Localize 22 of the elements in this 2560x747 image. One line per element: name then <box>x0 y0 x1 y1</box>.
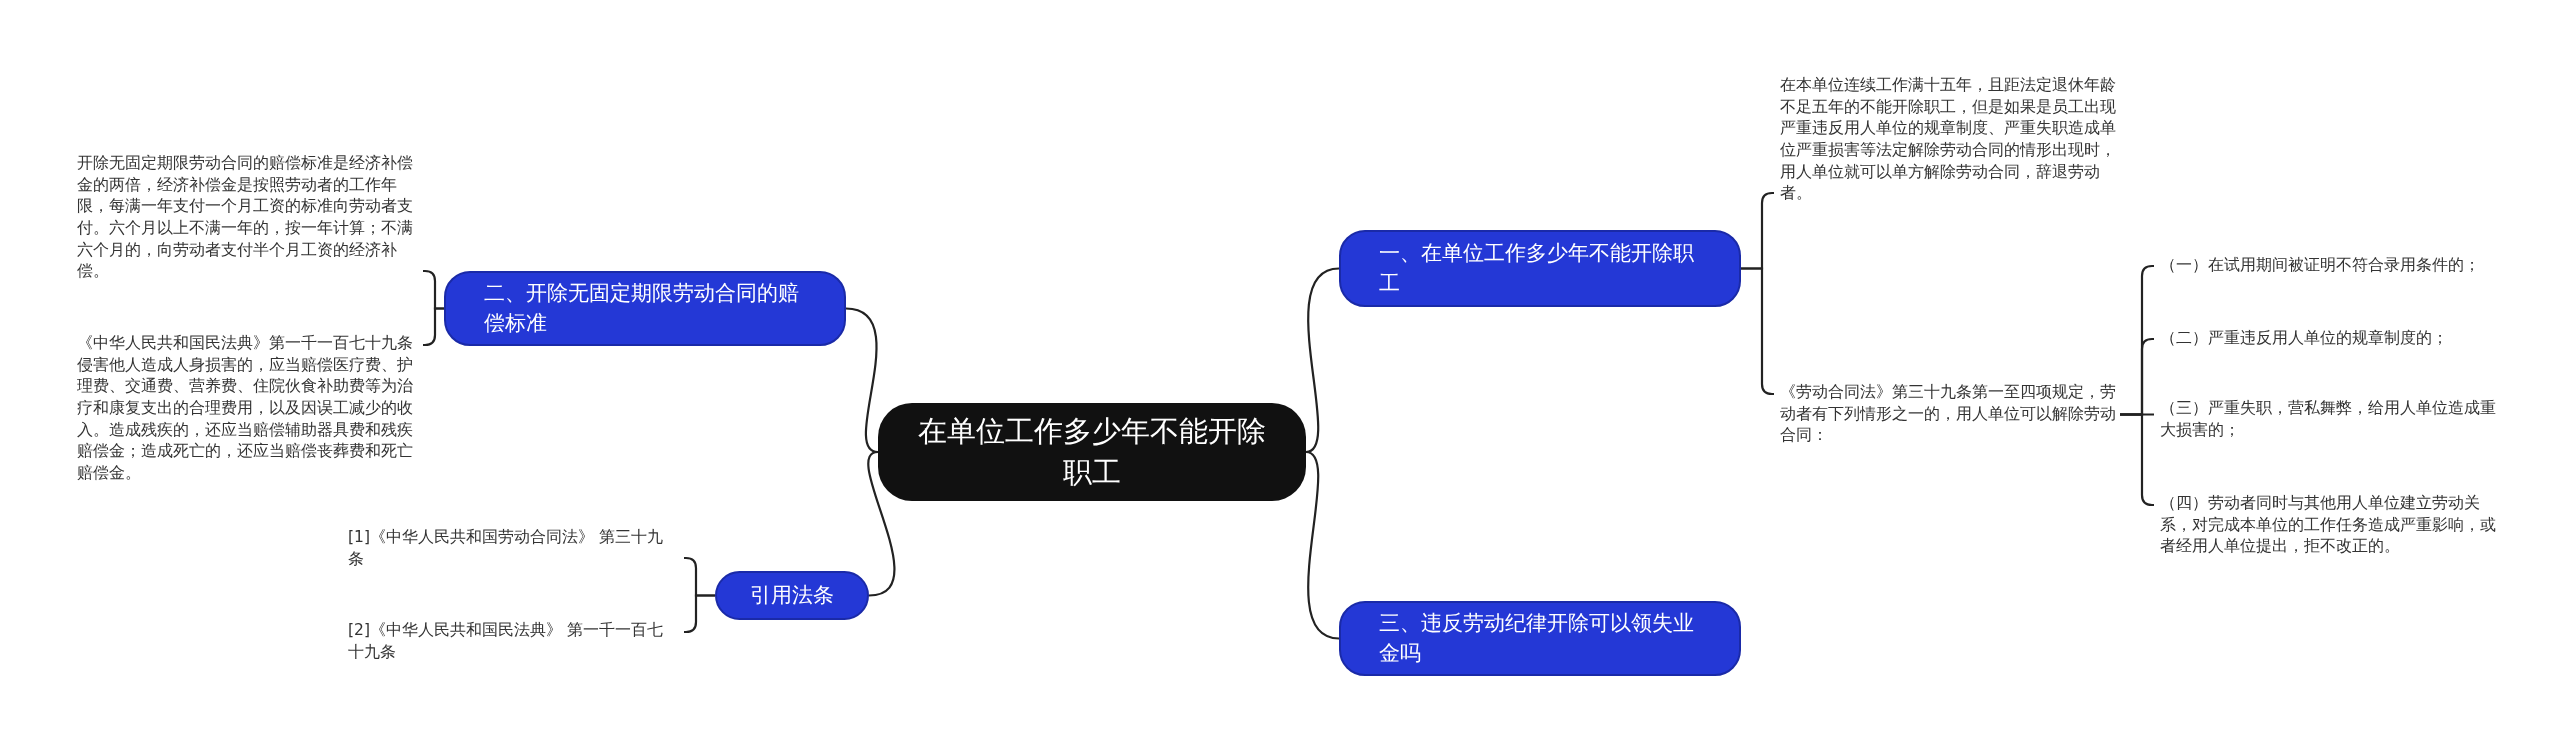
note-text: （一）在试用期间被证明不符合录用条件的； <box>2160 255 2520 277</box>
topic-box: 引用法条 <box>715 571 869 620</box>
note-text: （二）严重违反用人单位的规章制度的； <box>2160 328 2520 350</box>
note-text: [2]《中华人民共和国民法典》 第一千一百七十九条 <box>348 620 678 664</box>
central-topic-box: 在单位工作多少年不能开除职工 <box>878 403 1306 501</box>
note-text: （三）严重失职，营私舞弊，给用人单位造成重大损害的； <box>2160 398 2510 442</box>
note-text: 《中华人民共和国民法典》第一千一百七十九条侵害他人造成人身损害的，应当赔偿医疗费、护理费、交通费、营养费、住院伙食补助费等为治疗和康复支出的合理费用，以及因误工减少的收入。造成残疾的，还应当赔偿辅助器具费和残疾赔偿金；造成死亡的，还应当赔偿丧葬费和死亡赔偿金。 <box>77 333 417 485</box>
note-text: （四）劳动者同时与其他用人单位建立劳动关系，对完成本单位的工作任务造成严重影响，或者经用人单位提出，拒不改正的。 <box>2160 493 2510 559</box>
note-text: [1]《中华人民共和国劳动合同法》 第三十九条 <box>348 527 678 571</box>
connector-line <box>1741 267 1774 396</box>
connector-line <box>1305 451 1340 640</box>
connector-line <box>845 307 879 454</box>
note-text: 在本单位连续工作满十五年，且距法定退休年龄不足五年的不能开除职工，但是如果是员工出现严重违反用人单位的规章制度、严重失职造成单位严重损害等法定解除劳动合同的情形出现时，用人单位就可以单方解除劳动合同，辞退劳动者。 <box>1780 75 2120 206</box>
topic-box: 三、违反劳动纪律开除可以领失业金吗 <box>1339 601 1741 676</box>
connector-line <box>684 594 715 634</box>
note-text: 《劳动合同法》第三十九条第一至四项规定，劳动者有下列情形之一的，用人单位可以解除劳动合同： <box>1780 382 2120 448</box>
connector-line <box>423 307 444 347</box>
connector-line <box>2120 413 2154 507</box>
topic-box: 二、开除无固定期限劳动合同的赔偿标准 <box>444 271 846 346</box>
note-text: 开除无固定期限劳动合同的赔偿标准是经济补偿金的两倍，经济补偿金是按照劳动者的工作年限，每满一年支付一个月工资的标准向劳动者支付。六个月以上不满一年的，按一年计算；不满六个月的，向劳动者支付半个月工资的经济补偿。 <box>77 153 417 284</box>
connector-line <box>1305 267 1340 453</box>
topic-box: 一、在单位工作多少年不能开除职工 <box>1339 230 1741 307</box>
